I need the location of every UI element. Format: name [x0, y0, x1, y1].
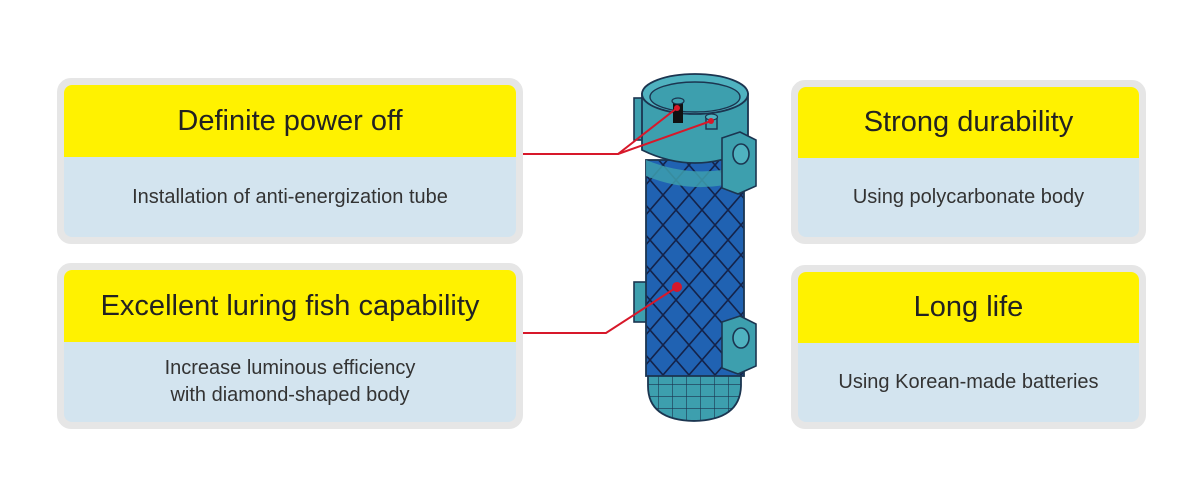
- feature-description: Using polycarbonate body: [798, 158, 1139, 237]
- feature-title: Strong durability: [798, 87, 1139, 158]
- leader-line: [523, 107, 712, 334]
- feature-card-power-off: Definite power off Installation of anti-…: [57, 78, 523, 244]
- feature-title: Definite power off: [64, 85, 516, 157]
- feature-description: Installation of anti-energization tube: [64, 157, 516, 237]
- feature-title: Excellent luring fish capability: [64, 270, 516, 342]
- leader-dot: [672, 105, 714, 292]
- feature-card-long-life: Long life Using Korean-made batteries: [791, 265, 1146, 429]
- feature-description: Increase luminous efficiency with diamon…: [64, 342, 516, 422]
- feature-card-durability: Strong durability Using polycarbonate bo…: [791, 80, 1146, 244]
- feature-description: Using Korean-made batteries: [798, 343, 1139, 422]
- feature-title: Long life: [798, 272, 1139, 343]
- mounting-tab: [721, 131, 757, 375]
- feature-card-luring-fish: Excellent luring fish capability Increas…: [57, 263, 523, 429]
